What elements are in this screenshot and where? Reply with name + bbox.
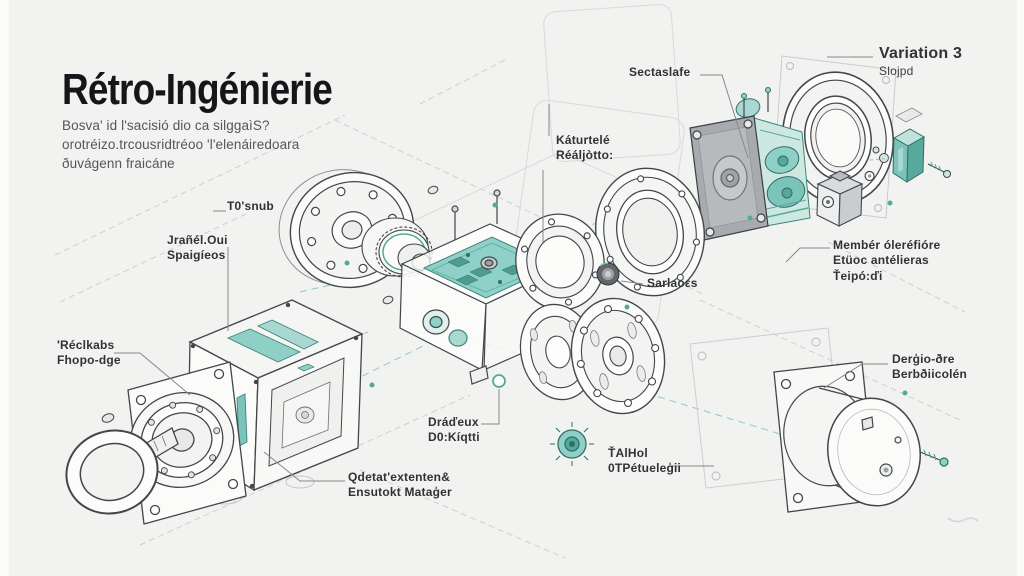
- floating-fasteners: [101, 185, 439, 423]
- motor-face-plate-dark: [689, 115, 769, 241]
- part-label-dergio: Derģio-ðre Berbðiicolén: [892, 352, 968, 382]
- flange-ring-large: [594, 167, 706, 297]
- left-edge-strip: [0, 0, 9, 576]
- intro-paragraph: Bosva' id l'sacisió dio ca silggaìS? oro…: [62, 116, 299, 173]
- part-label-sarlaoes: Sarlaoεs: [647, 276, 698, 290]
- motor-drum: [783, 385, 949, 507]
- part-label-faturtele: Káturtelé Réáljòtto:: [556, 133, 614, 163]
- corner-mark: [947, 517, 979, 523]
- leader-lines: [114, 56, 888, 482]
- part-label-jranel: Jrañél.Oui Spaigíeos: [167, 233, 228, 263]
- bottom-flange-disc-2: [570, 297, 666, 415]
- page-title: Rétro-Ingénierie: [62, 65, 333, 115]
- green-gear-assembly: [699, 87, 811, 233]
- small-teal-gear: [550, 422, 594, 466]
- part-label-talhol: ŤAlHol 0TPétueleģii: [608, 446, 682, 476]
- part-label-sectaslafe: Sectaslafe: [629, 65, 691, 79]
- intro-line: Bosva' id l'sacisió dio ca silggaìS?: [62, 118, 270, 133]
- flange-ring-mid: [515, 213, 605, 311]
- left-mounting-plate: [123, 361, 247, 525]
- part-label-odetat: Qdetat'extenten& Ensutokt Mataģer: [348, 470, 452, 500]
- part-label-dradeux: Dráďeux D0:Kíqtti: [428, 415, 480, 445]
- part-label-tosnub: T0'snub: [227, 199, 274, 213]
- part-label-variation-3: Variation 3 Slojpd: [879, 45, 963, 79]
- solenoid-block: [869, 107, 951, 206]
- part-label-reclkabs: 'Réclkabs Fhopo-dge: [57, 338, 121, 368]
- speaker-flange-ring: [781, 71, 895, 205]
- o-ring-seal: [65, 429, 159, 515]
- small-motor-block: [816, 170, 864, 227]
- intro-line: orotréizo.trcousridtréoo 'l'elenáiredoar…: [62, 137, 300, 153]
- intro-line: ðuvágenn fraicáne: [62, 156, 175, 172]
- teal-markers: [344, 202, 908, 396]
- part-label-member: Membér óleréfióre Etüoc antélieras Ťeipó…: [833, 238, 941, 283]
- right-edge-strip: [1017, 0, 1024, 576]
- small-bearing-ring: [596, 262, 620, 286]
